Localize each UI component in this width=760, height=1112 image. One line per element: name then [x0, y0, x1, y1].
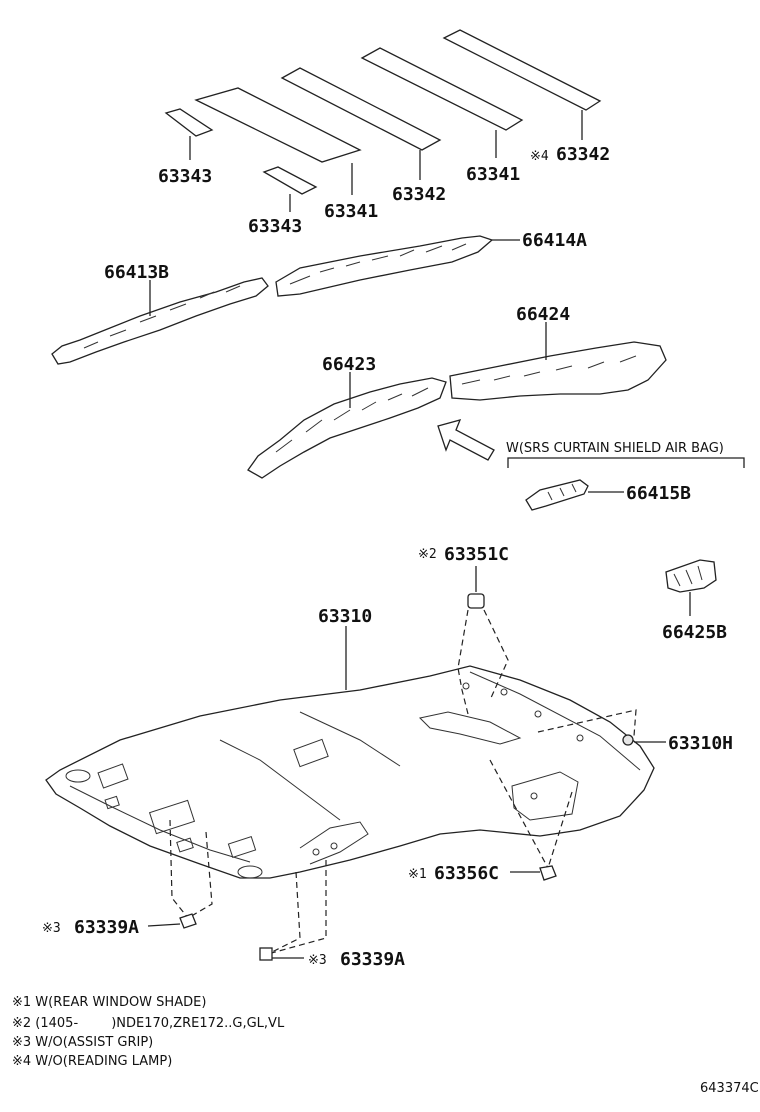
- dash-63351C-b: [483, 609, 509, 701]
- footnote-4: ※4 W/O(READING LAMP): [12, 1054, 172, 1069]
- pad-63342-center: [280, 67, 442, 151]
- label-66415B: 66415B: [626, 483, 691, 504]
- pad-63341-right: [360, 47, 524, 131]
- label-63339A-left-mark: ※3: [42, 921, 61, 936]
- label-63339A-left: 63339A: [74, 917, 139, 938]
- label-66414A: 66414A: [522, 230, 587, 251]
- label-66423: 66423: [322, 354, 376, 375]
- leader-63339A-left: [147, 923, 181, 927]
- pad-63341-left: [194, 87, 362, 163]
- dash-63339A-bottom-b: [267, 860, 327, 955]
- label-66424: 66424: [516, 304, 570, 325]
- dash-63339A-bottom-a: [267, 871, 301, 955]
- clip-63351C: [467, 593, 485, 609]
- part-66425B: [665, 559, 717, 593]
- drawing-code: 643374C: [700, 1081, 759, 1096]
- view-arrow: [437, 419, 495, 461]
- pad-63342-right: [442, 29, 602, 111]
- bracket-66424: [449, 341, 667, 401]
- footnote-3: ※3 W/O(ASSIST GRIP): [12, 1035, 153, 1050]
- label-63343b: 63343: [248, 216, 302, 237]
- clip-63356C: [539, 865, 557, 881]
- dash-63356C-a: [489, 759, 549, 869]
- label-63310H: 63310H: [668, 733, 733, 754]
- bracket-66413B: [51, 277, 269, 365]
- pad-63343-small-bottom: [262, 166, 318, 195]
- label-63341a: 63341: [324, 201, 378, 222]
- label-66425B: 66425B: [662, 622, 727, 643]
- dash-63310H: [537, 709, 637, 737]
- clip-63339A-bottom: [259, 947, 273, 961]
- footnote-1: ※1 W(REAR WINDOW SHADE): [12, 995, 206, 1010]
- dash-63339A-left-a: [169, 819, 189, 919]
- clip-63310H: [622, 734, 634, 746]
- bracket-66423: [247, 377, 447, 479]
- headliner-63310: [45, 665, 655, 879]
- label-63310: 63310: [318, 606, 372, 627]
- bracket-66414A: [275, 235, 494, 297]
- footnote-2: ※2 (1405- )NDE170,ZRE172..G,GL,VL: [12, 1016, 285, 1031]
- label-66413B: 66413B: [104, 262, 169, 283]
- label-63341b: 63341: [466, 164, 520, 185]
- label-63339A-bottom: 63339A: [340, 949, 405, 970]
- label-63342b: 63342: [556, 144, 610, 165]
- label-63339A-bottom-mark: ※3: [308, 953, 327, 968]
- label-63343a: 63343: [158, 166, 212, 187]
- dash-63339A-left-b: [187, 831, 213, 919]
- label-63351C: 63351C: [444, 544, 509, 565]
- dash-63356C-b: [547, 791, 573, 869]
- label-63356C-mark: ※1: [408, 867, 427, 882]
- condition-label: W(SRS CURTAIN SHIELD AIR BAG): [506, 441, 724, 456]
- label-63342b-mark: ※4: [530, 149, 549, 164]
- label-63342a: 63342: [392, 184, 446, 205]
- condition-bracket: [507, 457, 745, 468]
- label-63356C: 63356C: [434, 863, 499, 884]
- part-66415B: [525, 479, 589, 511]
- clip-63339A-left: [179, 913, 197, 929]
- pad-63343-small-top: [164, 108, 214, 137]
- label-63351C-mark: ※2: [418, 547, 437, 562]
- dash-63351C-a: [457, 609, 469, 715]
